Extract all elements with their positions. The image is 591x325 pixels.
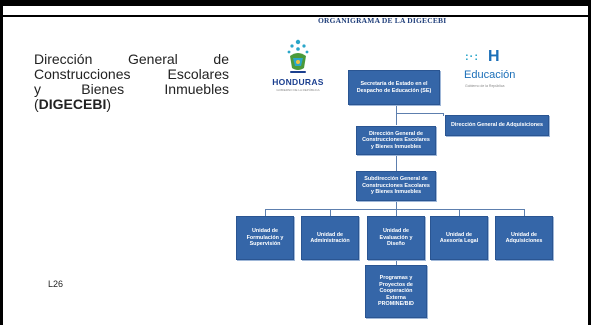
org-chart-title: ORGANIGRAMA DE LA DIGECEBI bbox=[318, 16, 447, 25]
connector bbox=[330, 209, 331, 217]
org-box-direccion-general: Dirección General de Construcciones Esco… bbox=[356, 126, 436, 155]
org-box-unit-evaluacion: Unidad de Evaluación y Diseño bbox=[367, 216, 425, 260]
description-text: Dirección General de Construcciones Esco… bbox=[34, 52, 229, 112]
org-box-unit-legal: Unidad de Asesoría Legal bbox=[430, 216, 488, 260]
code-label: L26 bbox=[48, 279, 64, 289]
connector bbox=[524, 209, 525, 217]
description-line-1: Dirección General de bbox=[34, 51, 229, 67]
org-box-adquisiciones-dg: Dirección General de Adquisiciones bbox=[445, 115, 549, 136]
honduras-emblem-icon bbox=[287, 39, 309, 73]
educacion-logo: :·: H Educación Gobierno de la República bbox=[462, 48, 552, 91]
connector bbox=[396, 155, 397, 171]
connector bbox=[443, 113, 444, 116]
org-box-unit-adquisiciones: Unidad de Adquisiciones bbox=[495, 216, 553, 260]
description-line-2: Construcciones Escolares bbox=[34, 66, 229, 82]
left-border bbox=[0, 0, 3, 325]
description-acronym-line: (DIGECEBI) bbox=[34, 97, 229, 112]
header-rule bbox=[3, 15, 588, 17]
connector bbox=[396, 201, 397, 209]
educacion-dots-icon: :·: bbox=[465, 51, 479, 63]
acronym-close: ) bbox=[106, 96, 112, 112]
org-box-unit-administracion: Unidad de Administración bbox=[301, 216, 359, 260]
connector bbox=[265, 209, 266, 217]
acronym: DIGECEBI bbox=[38, 96, 107, 112]
org-box-secretaria: Secretaría de Estado en el Despacho de E… bbox=[348, 70, 440, 105]
honduras-tagline: GOBIERNO DE LA REPÚBLICA bbox=[276, 88, 320, 92]
description-line-3: y Bienes Inmuebles bbox=[34, 81, 229, 97]
org-box-unit-formulacion: Unidad de Formulación y Supervisión bbox=[236, 216, 294, 260]
educacion-wordmark: Educación bbox=[464, 69, 516, 81]
educacion-tagline: Gobierno de la República bbox=[465, 84, 505, 88]
honduras-wordmark: HONDURAS bbox=[272, 77, 324, 87]
connector bbox=[396, 105, 397, 125]
org-box-subdireccion: Subdirección General de Construcciones E… bbox=[356, 171, 436, 201]
educacion-h-mark: H bbox=[488, 48, 500, 65]
connector bbox=[396, 209, 397, 217]
connector bbox=[396, 259, 397, 266]
acronym-open: ( bbox=[34, 96, 39, 112]
honduras-logo: HONDURAS GOBIERNO DE LA REPÚBLICA bbox=[270, 36, 326, 92]
connector bbox=[265, 209, 524, 210]
connector bbox=[396, 113, 443, 114]
top-border bbox=[0, 0, 591, 6]
connector bbox=[459, 209, 460, 217]
right-border bbox=[588, 0, 591, 325]
org-box-programas: Programas y Proyectos de Cooperación Ext… bbox=[365, 265, 427, 318]
